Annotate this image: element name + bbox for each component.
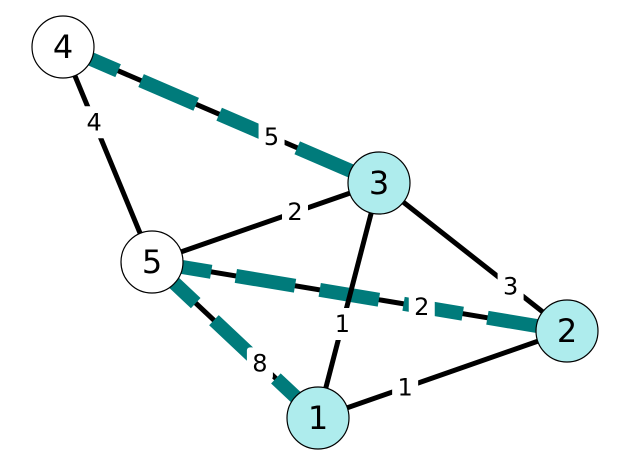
edge-weight-label: 3	[503, 273, 518, 301]
edge-weight-label: 5	[264, 123, 279, 151]
edge-weight-3-1: 1	[329, 308, 356, 340]
edge-weight-4-3: 5	[258, 120, 285, 153]
edge-weight-label: 1	[335, 310, 350, 338]
edges-layer	[60, 40, 569, 424]
node-3: 3	[347, 151, 411, 215]
edge-weight-1-2: 1	[392, 371, 419, 404]
path-edge-4-3	[60, 40, 382, 190]
edge-weight-5-2: 2	[408, 290, 435, 323]
node-5: 5	[120, 230, 184, 294]
node-circle	[286, 386, 350, 450]
node-circle	[535, 299, 599, 363]
path-edge-5-1	[147, 256, 323, 424]
edge-weight-5-1: 8	[246, 347, 273, 380]
node-circle	[347, 151, 411, 215]
edge-weight-5-3: 2	[282, 196, 309, 229]
path-edge-5-2	[150, 255, 569, 338]
edge-weight-3-2: 3	[497, 270, 524, 303]
edge-5-3	[151, 180, 380, 265]
edge-weight-label: 2	[414, 293, 429, 321]
node-label: 2	[557, 312, 577, 350]
node-label: 3	[369, 164, 389, 202]
edge-weight-label: 1	[398, 374, 413, 402]
edge-3-2	[377, 181, 569, 333]
node-label: 5	[142, 243, 162, 281]
edge-weight-label: 4	[87, 108, 102, 136]
node-circle	[120, 230, 184, 294]
node-label: 1	[308, 399, 328, 437]
node-2: 2	[535, 299, 599, 363]
edge-labels-layer: 5 4 2 2 8 3 1 1	[81, 106, 524, 404]
edge-3-1	[315, 182, 382, 419]
node-circle	[31, 15, 95, 79]
edge-1-2	[317, 328, 568, 421]
edge-weight-4-5: 4	[81, 106, 108, 139]
edge-4-5	[60, 46, 155, 263]
node-1: 1	[286, 386, 350, 450]
nodes-layer: 1 2 3 4 5	[31, 15, 599, 450]
node-4: 4	[31, 15, 95, 79]
edge-weight-label: 2	[287, 198, 302, 226]
node-label: 4	[53, 28, 73, 66]
edge-weight-label: 8	[252, 349, 267, 377]
